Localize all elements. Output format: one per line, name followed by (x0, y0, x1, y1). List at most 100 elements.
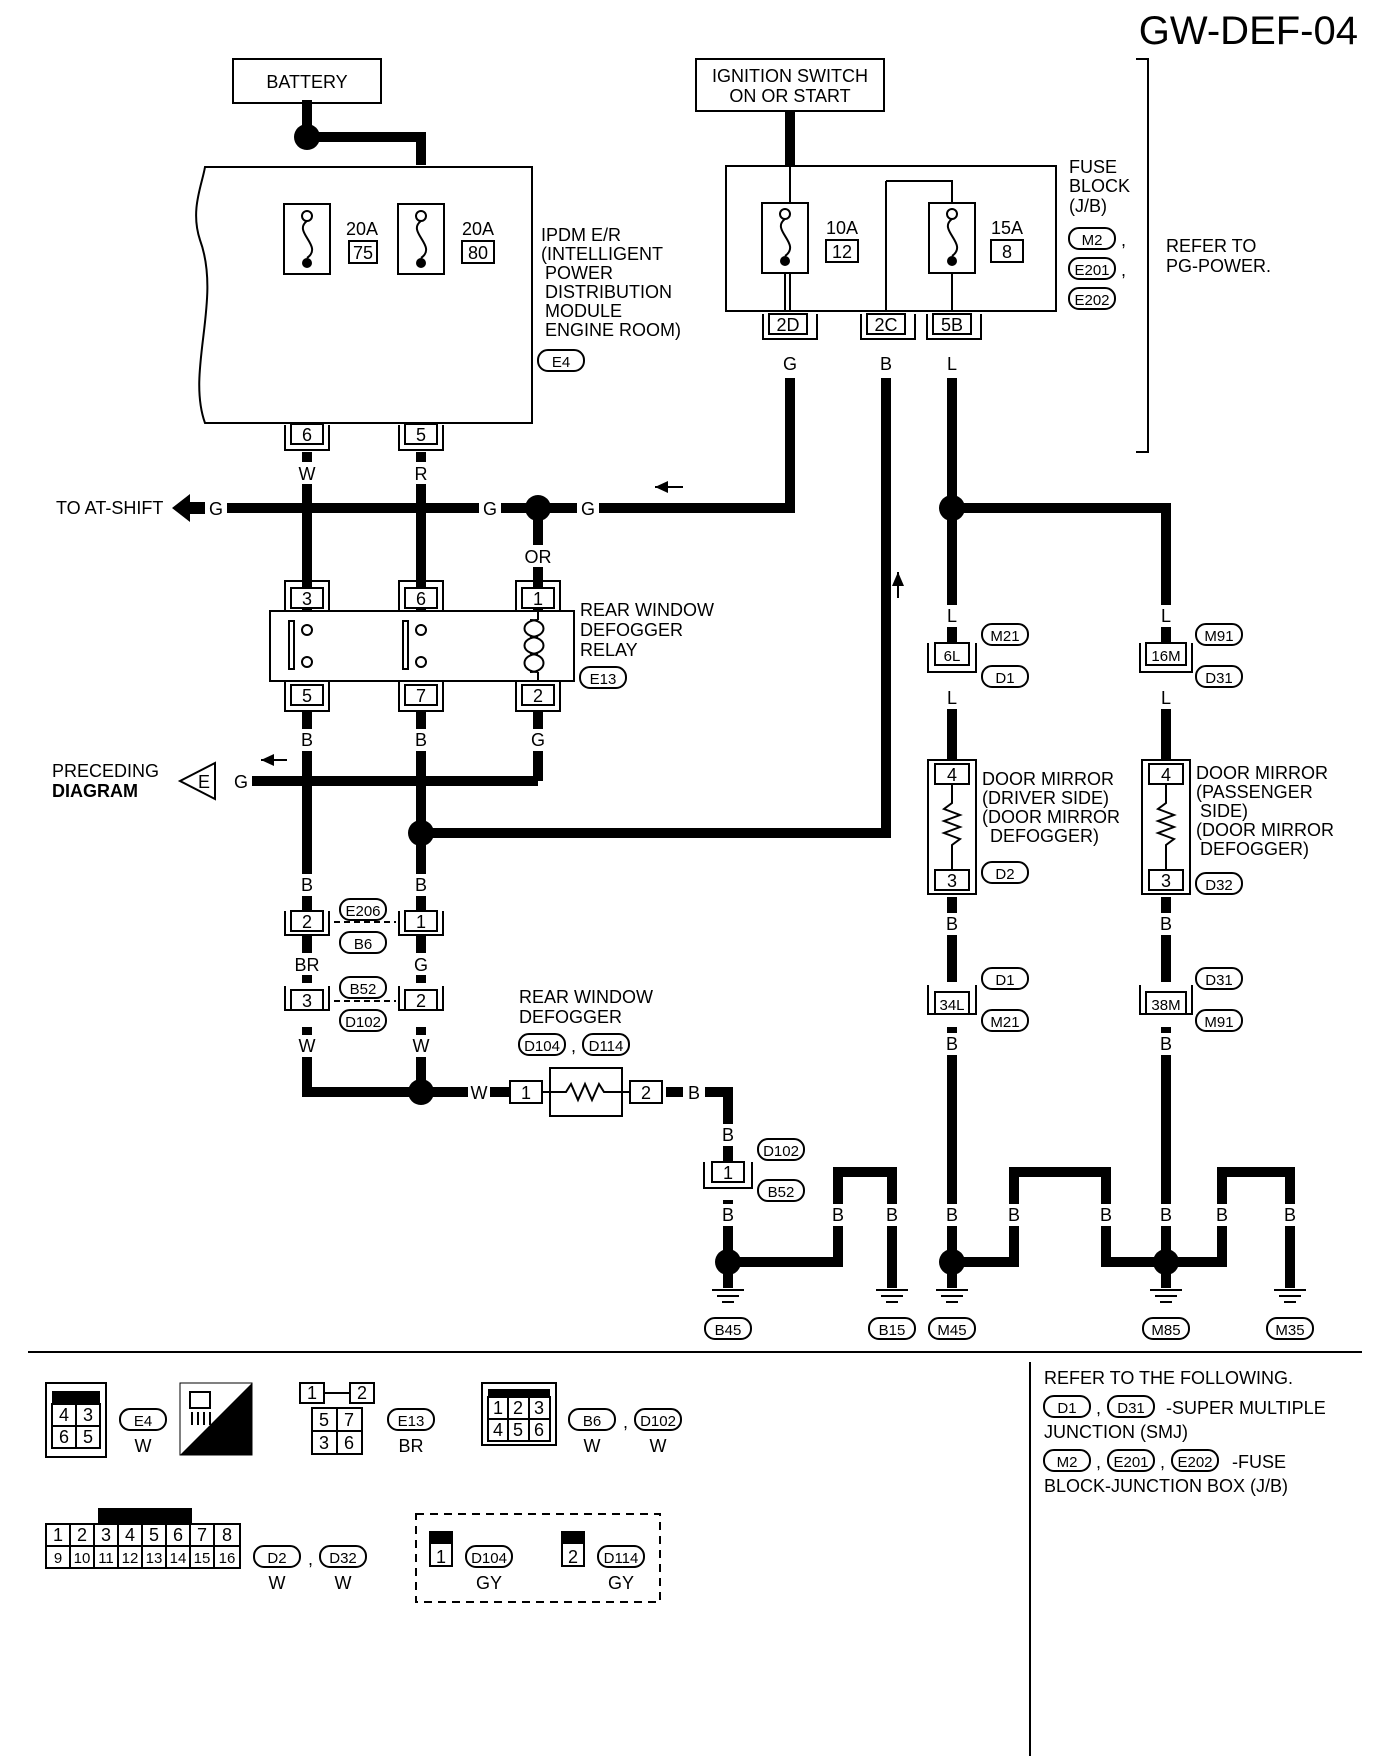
mirror-driver-connector: D2 (995, 866, 1014, 883)
svg-text:4: 4 (493, 1420, 503, 1440)
svg-text:B6: B6 (354, 936, 372, 953)
ipdm-fuse-75: 20A 75 (283, 203, 378, 275)
svg-text:B: B (946, 1205, 958, 1225)
svg-text:2: 2 (77, 1525, 87, 1545)
ignition-label-2: ON OR START (729, 86, 850, 106)
relay-connector: E13 (590, 671, 617, 688)
svg-text:B: B (722, 1125, 734, 1145)
svg-text:G: G (234, 772, 248, 792)
svg-text:1: 1 (493, 1398, 503, 1418)
svg-text:W: W (269, 1573, 286, 1593)
inline-connector-34l: 34L D1 M21 (927, 967, 1029, 1032)
legend-d2-bottom-row: 9 10 11 12 13 14 15 16 (45, 1545, 241, 1569)
wire-color-labels: G B L W R G G G OR L L L L B B G G B B B… (205, 352, 1301, 1226)
ipdm-fuse-80: 20A 80 (397, 203, 495, 275)
svg-text:5B: 5B (941, 315, 963, 335)
preceding-diagram: PRECEDING DIAGRAM E (52, 761, 216, 801)
to-at-shift: TO AT-SHIFT (56, 494, 205, 522)
svg-text:D1: D1 (1057, 1400, 1076, 1417)
ipdm-label-4: DISTRIBUTION (545, 282, 672, 302)
svg-text:4: 4 (1161, 765, 1171, 785)
svg-text:B: B (722, 1205, 734, 1225)
fuse-block-terminal-2c: 2C (860, 313, 916, 340)
svg-text:2: 2 (568, 1547, 578, 1567)
inline-connector-b52-d102: 3 2 B52 D102 (284, 976, 444, 1032)
svg-text:12: 12 (122, 1550, 139, 1567)
svg-text:3: 3 (302, 589, 312, 609)
page-code: GW-DEF-04 (1139, 9, 1358, 53)
svg-text:3: 3 (947, 871, 957, 891)
svg-text:M91: M91 (1204, 628, 1233, 645)
svg-text:5: 5 (302, 686, 312, 706)
svg-text:D114: D114 (604, 1550, 639, 1567)
svg-text:3: 3 (101, 1525, 111, 1545)
svg-text:3: 3 (534, 1398, 544, 1418)
svg-text:OR: OR (525, 547, 552, 567)
notes-smj-line-1: -SUPER MULTIPLE (1166, 1398, 1326, 1418)
junction-dots (294, 124, 1179, 1275)
fuse-block-fuse-8: 15A 8 (928, 202, 1024, 274)
svg-text:3: 3 (302, 991, 312, 1011)
svg-text:R: R (415, 464, 428, 484)
svg-text:5: 5 (149, 1525, 159, 1545)
battery-label: BATTERY (266, 72, 347, 92)
svg-text:8: 8 (1002, 242, 1012, 262)
svg-text:E201: E201 (1074, 262, 1109, 279)
svg-text:10A: 10A (826, 218, 858, 238)
svg-text:6: 6 (59, 1427, 69, 1447)
svg-text:M2: M2 (1082, 232, 1103, 249)
legend-d2: 1 2 3 4 5 6 7 8 9 10 11 12 13 14 15 16 D… (45, 1508, 367, 1593)
svg-text:34L: 34L (939, 997, 964, 1014)
svg-text:E13: E13 (398, 1413, 425, 1430)
svg-text:M85: M85 (1151, 1322, 1180, 1339)
svg-text:3: 3 (319, 1433, 329, 1453)
svg-text:M21: M21 (990, 1014, 1019, 1031)
svg-text:,: , (571, 1036, 576, 1056)
svg-text:B: B (301, 875, 313, 895)
svg-text:W: W (471, 1083, 488, 1103)
door-mirror-passenger: 4 3 DOOR MIRROR (PASSENGER SIDE) (DOOR M… (1141, 759, 1334, 895)
mirror-driver-label-3: (DOOR MIRROR (982, 807, 1120, 827)
inline-connector-d102-b52: 1 D102 B52 (703, 1138, 805, 1202)
svg-text:38M: 38M (1151, 997, 1180, 1014)
mirror-passenger-label-5: DEFOGGER) (1200, 839, 1309, 859)
ground-m35: M35 (1266, 1289, 1314, 1340)
relay-terminal-7: 7 (398, 681, 444, 712)
svg-text:1: 1 (53, 1525, 63, 1545)
inline-connector-6l: 6L M21 D1 (927, 623, 1029, 688)
svg-text:1: 1 (723, 1163, 733, 1183)
svg-text:M2: M2 (1057, 1454, 1078, 1471)
svg-text:D1: D1 (995, 670, 1014, 687)
svg-text:B: B (1284, 1205, 1296, 1225)
svg-text:B: B (886, 1205, 898, 1225)
svg-text:M21: M21 (990, 628, 1019, 645)
door-mirror-driver: 4 3 DOOR MIRROR (DRIVER SIDE) (DOOR MIRR… (927, 759, 1120, 895)
svg-text:7: 7 (197, 1525, 207, 1545)
inline-connector-16m: 16M M91 D31 (1139, 623, 1243, 688)
svg-text:15: 15 (194, 1550, 211, 1567)
svg-text:L: L (947, 354, 957, 374)
fuse-block-label-3: (J/B) (1069, 196, 1107, 216)
svg-text:L: L (947, 688, 957, 708)
svg-text:B: B (946, 1034, 958, 1054)
rear-window-defogger: REAR WINDOW DEFOGGER D104 , D114 1 2 (509, 987, 663, 1117)
ipdm-label-2: (INTELLIGENT (541, 244, 663, 264)
svg-text:B: B (832, 1205, 844, 1225)
svg-text:E4: E4 (134, 1413, 152, 1430)
svg-text:B15: B15 (879, 1322, 906, 1339)
svg-text:B: B (688, 1083, 700, 1103)
ground-b15: B15 (868, 1289, 916, 1340)
svg-text:6: 6 (302, 425, 312, 445)
notes-jb-line-1: -FUSE (1232, 1452, 1286, 1472)
svg-text:D102: D102 (763, 1143, 799, 1160)
svg-text:G: G (209, 499, 223, 519)
svg-text:,: , (1096, 1398, 1101, 1418)
inline-connector-e206-b6: 2 1 E206 B6 (284, 898, 444, 954)
legend-e13: 1 2 5 7 3 6 E13 BR (299, 1382, 435, 1456)
svg-text:D2: D2 (267, 1550, 286, 1567)
battery-source: BATTERY (232, 58, 382, 104)
svg-text:D104: D104 (471, 1550, 507, 1567)
fuse-block-terminal-5b: 5B (926, 313, 982, 340)
ground-b45: B45 (704, 1289, 752, 1340)
